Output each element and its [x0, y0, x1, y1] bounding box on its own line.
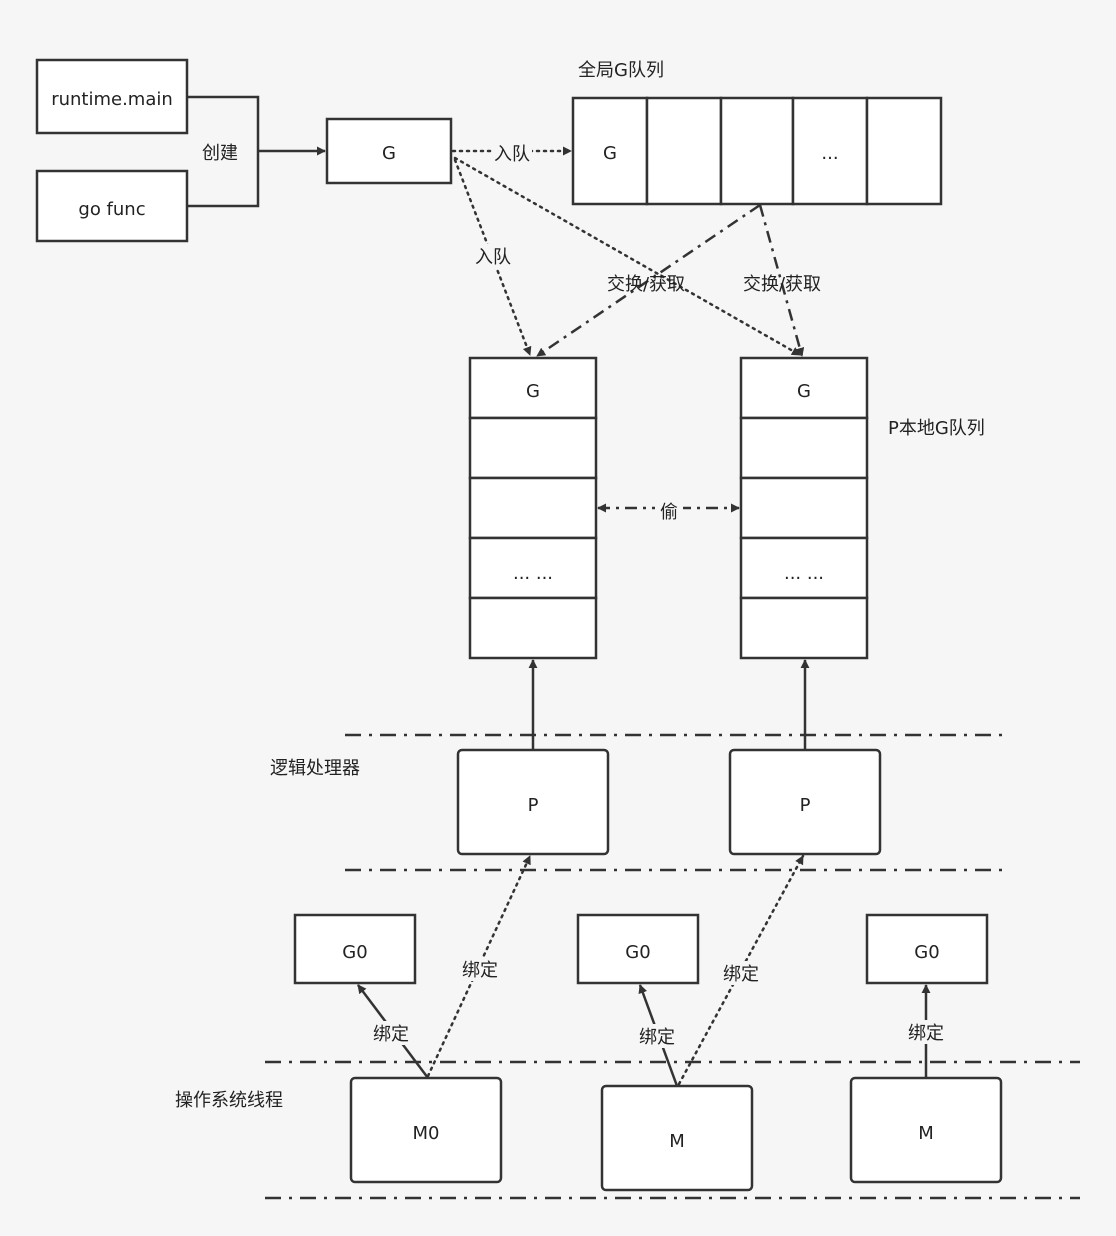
enqueue-global-label: 入队 — [494, 144, 530, 165]
g0-box — [576, 913, 700, 985]
thread-label: M — [918, 1123, 934, 1144]
bind-label: 绑定 — [908, 1023, 944, 1044]
m0-box — [349, 1076, 503, 1184]
swap-left-arrow — [536, 203, 761, 358]
label-bg — [720, 961, 762, 985]
swap-right-label: 交换/获取 — [743, 274, 821, 295]
local-queue-cell — [739, 416, 869, 480]
p-label: P — [528, 795, 539, 816]
g0-label: G0 — [914, 942, 939, 963]
go-func-label: go func — [78, 199, 145, 220]
label-bg — [492, 140, 532, 164]
g0-box — [293, 913, 417, 985]
bind-label: 绑定 — [639, 1027, 675, 1048]
global-queue-cell — [865, 96, 943, 206]
global-queue-cell-label: ... — [821, 143, 838, 164]
local-queue-cell — [468, 536, 598, 600]
p-box-left — [456, 748, 610, 856]
global-queue-cell — [645, 96, 723, 206]
enqueue-local-label: 入队 — [475, 247, 511, 268]
local-queue-cell — [739, 356, 869, 420]
runtime-main-label: runtime.main — [51, 89, 173, 110]
global-queue: G ... — [571, 96, 943, 206]
label-bg — [655, 498, 683, 522]
go-func-box — [35, 169, 189, 243]
local-queue-cell — [468, 476, 598, 540]
local-queue-cell — [468, 416, 598, 480]
os-thread-layer-label: 操作系统线程 — [175, 1090, 283, 1111]
runtime-main-box — [35, 58, 189, 135]
g0-box — [865, 913, 989, 985]
processor-layer-label: 逻辑处理器 — [270, 758, 360, 779]
local-queue-right: G ... ... — [739, 356, 869, 660]
label-bg — [459, 957, 501, 981]
p-box-right — [728, 748, 882, 856]
global-queue-title: 全局G队列 — [578, 60, 664, 81]
steal-label: 偷 — [660, 502, 678, 523]
label-bg — [636, 1024, 678, 1048]
new-g-box — [325, 117, 453, 185]
thread-label: M0 — [413, 1123, 440, 1144]
local-queue-left: G ... ... — [468, 356, 598, 660]
swap-left-label: 交换/获取 — [607, 274, 685, 295]
global-queue-cell-label: G — [603, 143, 617, 164]
create-label: 创建 — [202, 143, 238, 164]
local-queue-cell-label: ... ... — [784, 563, 824, 584]
global-queue-cell — [719, 96, 795, 206]
local-queue-cell — [739, 536, 869, 600]
label-bg — [370, 1021, 412, 1045]
g0-label: G0 — [342, 942, 367, 963]
local-queue-cell — [468, 356, 598, 420]
local-queue-cell-label: G — [526, 381, 540, 402]
p-label: P — [800, 795, 811, 816]
local-queue-cell — [739, 596, 869, 660]
thread-label: M — [669, 1131, 685, 1152]
label-bg — [905, 1020, 947, 1044]
bind-label: 绑定 — [462, 960, 498, 981]
bind-label: 绑定 — [723, 964, 759, 985]
local-queue-cell-label: ... ... — [513, 563, 553, 584]
local-queue-cell-label: G — [797, 381, 811, 402]
global-queue-cell — [571, 96, 649, 206]
g0-label: G0 — [625, 942, 650, 963]
label-bg — [472, 244, 514, 268]
local-queue-cell — [468, 596, 598, 660]
enqueue-local-right-arrow — [453, 156, 802, 357]
bind-label: 绑定 — [373, 1024, 409, 1045]
local-queue-cell — [739, 476, 869, 540]
bind-p-arrow — [677, 854, 805, 1086]
new-g-label: G — [382, 143, 396, 164]
local-queue-title: P本地G队列 — [888, 418, 985, 439]
